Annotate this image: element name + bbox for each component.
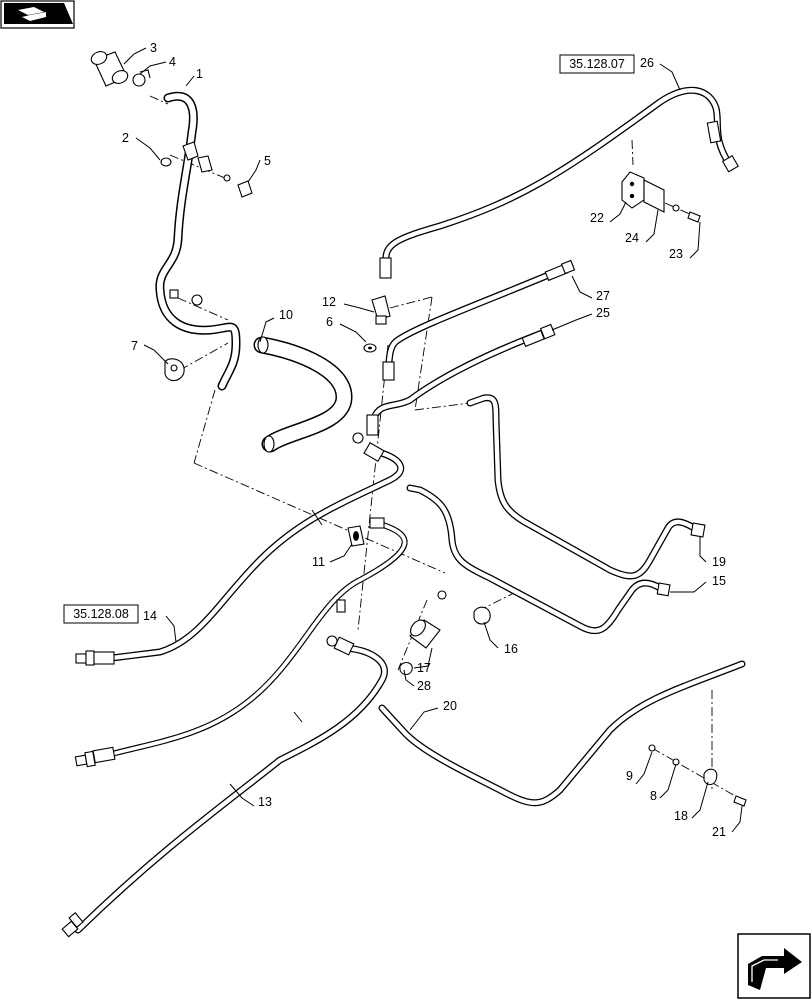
fitting-11[interactable] — [347, 525, 365, 547]
phantom-hose — [74, 517, 408, 768]
svg-text:23: 23 — [669, 247, 683, 261]
callout-12[interactable]: 12 — [322, 295, 375, 313]
svg-text:8: 8 — [650, 789, 657, 803]
callout-18[interactable]: 18 — [674, 781, 709, 823]
pipe-1[interactable] — [155, 91, 241, 391]
part-28-clip[interactable] — [399, 661, 413, 676]
svg-text:14: 14 — [143, 609, 157, 623]
callout-7[interactable]: 7 — [131, 339, 169, 365]
callout-27[interactable]: 27 — [571, 275, 610, 303]
callout-24[interactable]: 24 — [625, 209, 659, 245]
callout-1[interactable]: 1 — [185, 67, 203, 87]
fitting-12[interactable] — [371, 295, 391, 325]
callout-8[interactable]: 8 — [650, 763, 677, 803]
svg-text:9: 9 — [626, 769, 633, 783]
callout-23[interactable]: 23 — [669, 221, 701, 261]
fasteners-lower-right[interactable] — [648, 744, 747, 807]
tube-26[interactable] — [379, 86, 739, 279]
callout-6[interactable]: 6 — [326, 315, 367, 343]
svg-text:4: 4 — [169, 55, 176, 69]
callout-13[interactable]: 13 — [229, 783, 272, 809]
svg-text:25: 25 — [596, 306, 610, 320]
callout-19[interactable]: 19 — [699, 536, 726, 569]
callout-28[interactable]: 28 — [403, 669, 431, 693]
part-17-cylinder[interactable] — [408, 590, 447, 649]
callouts: 1 2 3 4 5 6 7 8 — [122, 41, 743, 839]
svg-text:16: 16 — [504, 642, 518, 656]
callout-10[interactable]: 10 — [259, 308, 293, 343]
reference-35-128-08[interactable]: 35.128.08 — [63, 604, 139, 624]
reference-35-128-07[interactable]: 35.128.07 — [559, 54, 635, 74]
callout-20[interactable]: 20 — [409, 699, 457, 731]
tube-25[interactable] — [366, 323, 556, 436]
bolt-23[interactable] — [672, 204, 701, 223]
tube-20[interactable] — [378, 660, 746, 807]
tube-15[interactable] — [406, 484, 671, 635]
callout-11[interactable]: 11 — [312, 543, 353, 569]
callout-3[interactable]: 3 — [123, 41, 157, 65]
svg-text:15: 15 — [712, 574, 726, 588]
hose-13[interactable] — [61, 635, 388, 938]
part-2-nut[interactable] — [160, 157, 172, 167]
svg-text:20: 20 — [443, 699, 457, 713]
svg-text:21: 21 — [712, 825, 726, 839]
callout-14[interactable]: 14 — [143, 609, 177, 643]
svg-text:19: 19 — [712, 555, 726, 569]
callout-4[interactable]: 4 — [139, 55, 176, 75]
tube-27[interactable] — [382, 259, 576, 381]
callout-25[interactable]: 25 — [551, 306, 610, 331]
svg-text:1: 1 — [196, 67, 203, 81]
tube-19[interactable] — [466, 394, 706, 580]
svg-text:11: 11 — [312, 555, 325, 569]
svg-text:6: 6 — [326, 315, 333, 329]
svg-text:22: 22 — [590, 211, 604, 225]
callout-9[interactable]: 9 — [626, 751, 653, 785]
part-5-nut[interactable] — [237, 180, 253, 198]
svg-text:35.128.08: 35.128.08 — [73, 607, 129, 621]
svg-text:10: 10 — [279, 308, 293, 322]
callout-2[interactable]: 2 — [122, 131, 161, 161]
svg-text:28: 28 — [417, 679, 431, 693]
svg-text:35.128.07: 35.128.07 — [569, 57, 625, 71]
svg-text:5: 5 — [264, 154, 271, 168]
svg-text:24: 24 — [625, 231, 639, 245]
part-7-clamp[interactable] — [164, 358, 185, 382]
svg-text:3: 3 — [150, 41, 157, 55]
washer-6[interactable] — [363, 343, 377, 353]
clip-16[interactable] — [473, 606, 491, 625]
callout-21[interactable]: 21 — [712, 805, 743, 839]
next-page-arrow-icon[interactable] — [737, 933, 811, 999]
part-3-sleeve[interactable] — [89, 49, 130, 87]
svg-text:17: 17 — [417, 661, 431, 675]
svg-text:18: 18 — [674, 809, 688, 823]
book-icon[interactable] — [0, 0, 75, 29]
clip-fittings[interactable] — [182, 141, 231, 306]
svg-text:27: 27 — [596, 289, 610, 303]
svg-text:7: 7 — [131, 339, 138, 353]
callout-22[interactable]: 22 — [590, 201, 627, 225]
callout-16[interactable]: 16 — [483, 621, 518, 656]
hose-14[interactable] — [75, 432, 405, 666]
callout-26[interactable]: 26 — [640, 56, 681, 91]
callout-5[interactable]: 5 — [247, 154, 271, 183]
callout-17[interactable]: 17 — [413, 647, 433, 675]
svg-text:13: 13 — [258, 795, 272, 809]
svg-text:12: 12 — [322, 295, 336, 309]
callout-15[interactable]: 15 — [670, 574, 726, 593]
bracket-24[interactable] — [643, 179, 665, 213]
svg-text:26: 26 — [640, 56, 654, 70]
svg-text:2: 2 — [122, 131, 129, 145]
hose-10[interactable] — [253, 336, 353, 453]
